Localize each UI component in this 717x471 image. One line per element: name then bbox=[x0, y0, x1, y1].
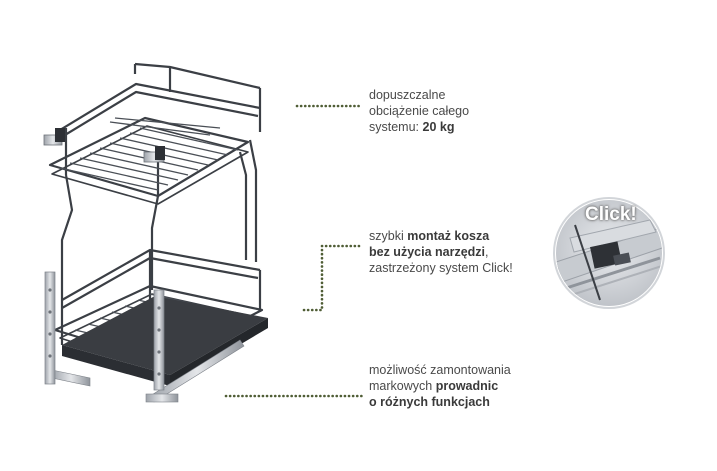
feature-click-suffix: , bbox=[485, 245, 489, 259]
feature-capacity-value: 20 kg bbox=[422, 120, 455, 134]
click-detail-badge bbox=[553, 197, 665, 309]
mounting-brackets bbox=[44, 271, 165, 391]
feature-slides-line1: możliwość zamontowania bbox=[369, 363, 511, 377]
feature-capacity-prefix: systemu: bbox=[369, 120, 423, 134]
feature-slides-line2: markowych prowadnic bbox=[369, 378, 559, 394]
upper-basket-grid bbox=[59, 117, 239, 191]
feature-slides-prefix: markowych bbox=[369, 379, 436, 393]
feature-click-line2: bez użycia narzędzi, bbox=[369, 244, 539, 260]
feature-click-prefix: szybki bbox=[369, 229, 408, 243]
feature-click-mount: szybki montaż kosza bez użycia narzędzi,… bbox=[369, 228, 539, 276]
upper-basket bbox=[48, 62, 262, 300]
feature-slides-bold2: o różnych funkcjach bbox=[369, 395, 490, 409]
feature-click-line1: szybki montaż kosza bbox=[369, 228, 539, 244]
base-plate bbox=[62, 296, 268, 386]
click-badge-label: Click! bbox=[585, 204, 637, 225]
leader-lines bbox=[224, 104, 364, 398]
upper-brackets bbox=[43, 128, 165, 163]
feature-capacity-line2: obciążenie całego bbox=[369, 104, 470, 118]
leader-line-click bbox=[302, 244, 364, 312]
feature-capacity-line1: dopuszczalne bbox=[369, 88, 446, 102]
feature-capacity-line3: systemu: 20 kg bbox=[369, 119, 489, 135]
feature-click-line3: zastrzeżony system Click! bbox=[369, 261, 513, 275]
feature-capacity: dopuszczalne obciążenie całego systemu: … bbox=[369, 87, 489, 135]
feature-slides-line3: o różnych funkcjach bbox=[369, 394, 559, 410]
feature-click-bold1: montaż kosza bbox=[407, 229, 490, 243]
drawer-slides bbox=[51, 339, 245, 403]
feature-click-bold2: bez użycia narzędzi bbox=[369, 245, 486, 259]
feature-slides: możliwość zamontowania markowych prowadn… bbox=[369, 362, 559, 410]
feature-slides-bold1: prowadnic bbox=[435, 379, 499, 393]
